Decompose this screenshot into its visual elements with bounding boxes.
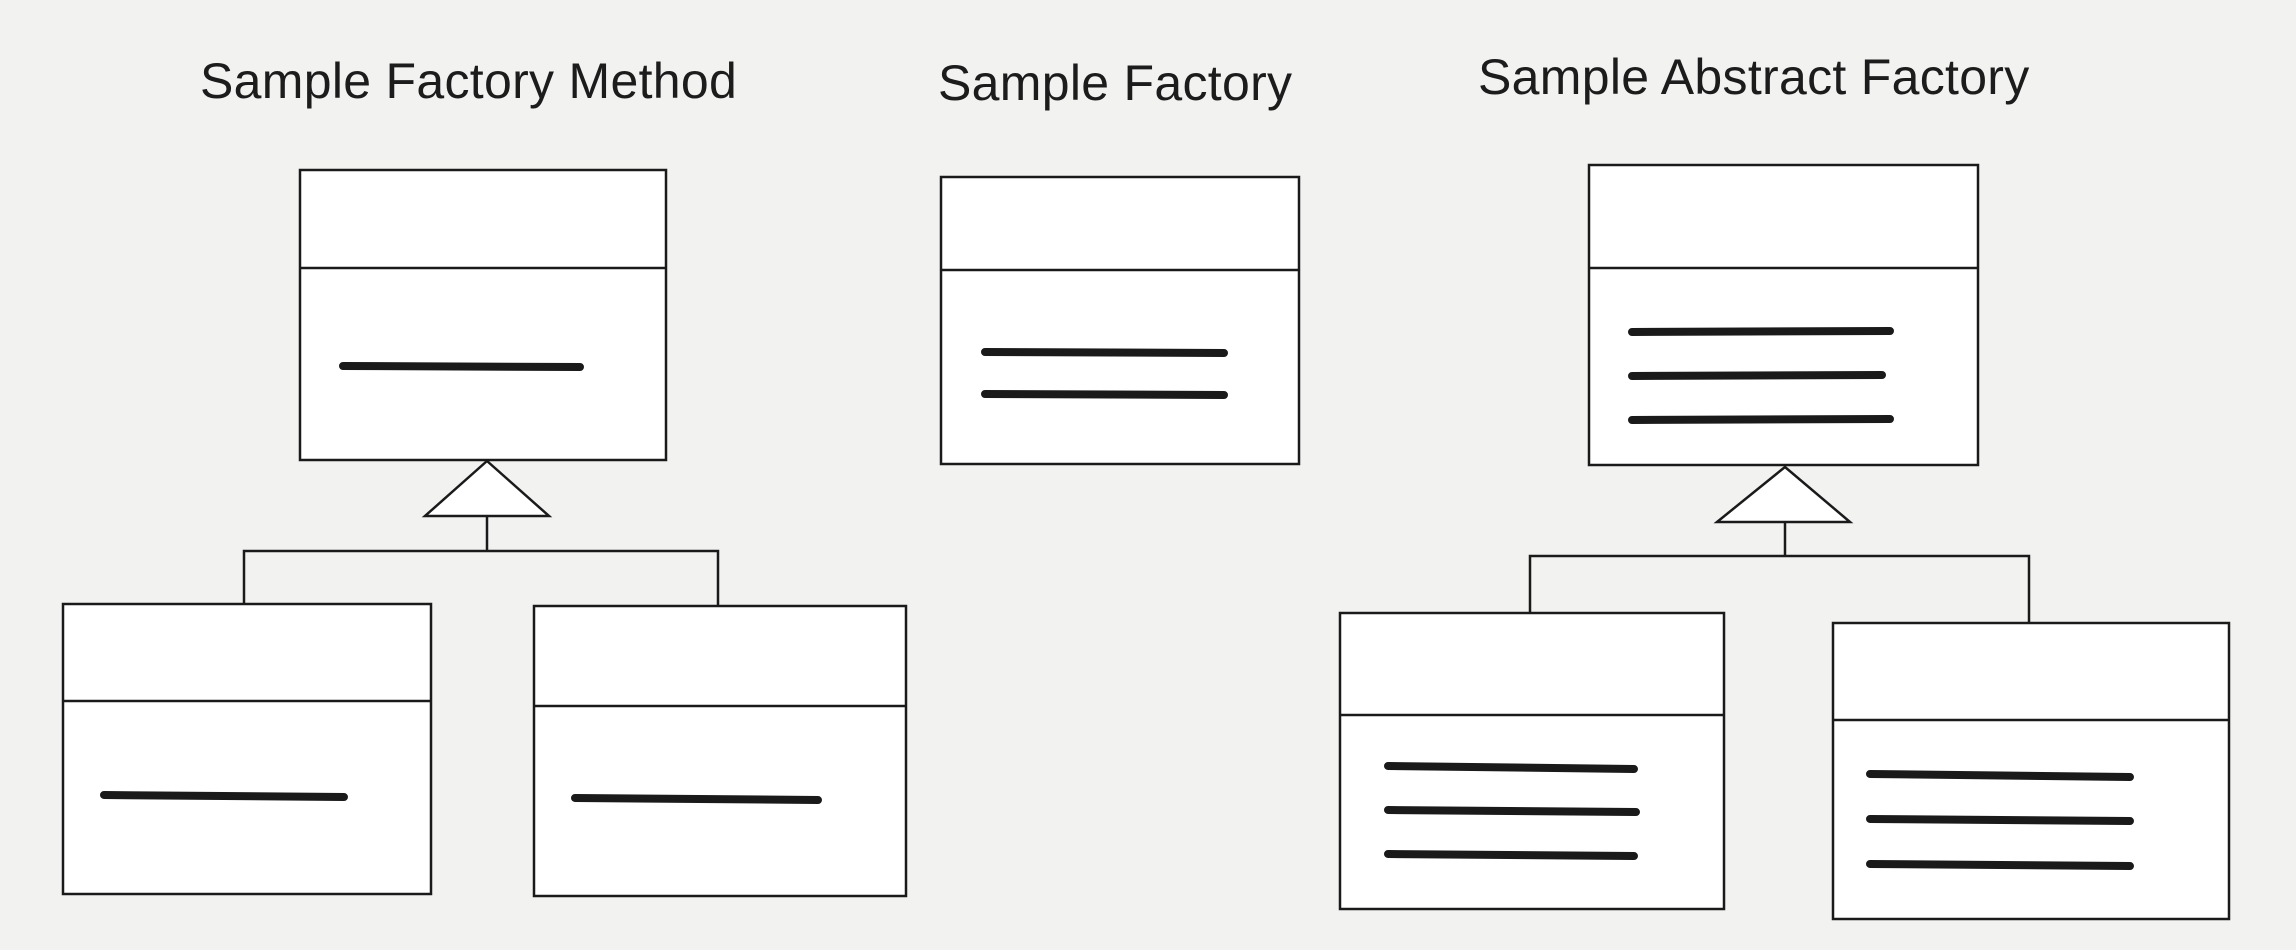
factory-method-child-class-left <box>61 602 433 896</box>
inheritance-arrow <box>1713 465 1854 524</box>
factory-method-child-class-right <box>532 604 908 898</box>
operation-line <box>1384 806 1640 816</box>
inheritance-arrow <box>421 459 553 518</box>
operation-line <box>1628 371 1886 380</box>
operation-line <box>1628 415 1894 424</box>
abstract-factory-child-class-right <box>1831 621 2231 921</box>
operation-line <box>1866 860 2134 870</box>
operation-line <box>1384 762 1638 773</box>
factory-title: Sample Factory <box>938 55 1293 111</box>
inheritance-connector <box>242 459 720 606</box>
operation-line <box>1866 815 2134 825</box>
inheritance-connector <box>1528 465 2031 623</box>
abstract-factory-title: Sample Abstract Factory <box>1478 49 2030 105</box>
factory-class <box>939 175 1301 466</box>
operation-line <box>1384 850 1638 860</box>
operation-line <box>1866 770 2134 781</box>
operation-line <box>571 794 822 804</box>
operation-line <box>981 348 1228 357</box>
abstract-factory-child-class-left <box>1338 611 1726 911</box>
operation-line <box>1628 327 1894 336</box>
operation-line <box>981 390 1228 399</box>
factory-method-parent-class <box>298 168 668 462</box>
abstract-factory-diagram <box>1338 163 2231 921</box>
factory-method-diagram <box>61 168 908 898</box>
factory-method-title: Sample Factory Method <box>200 53 738 109</box>
operation-line <box>100 791 348 801</box>
abstract-factory-parent-class <box>1587 163 1980 467</box>
factory-diagram <box>939 175 1301 466</box>
operation-line <box>339 362 584 371</box>
